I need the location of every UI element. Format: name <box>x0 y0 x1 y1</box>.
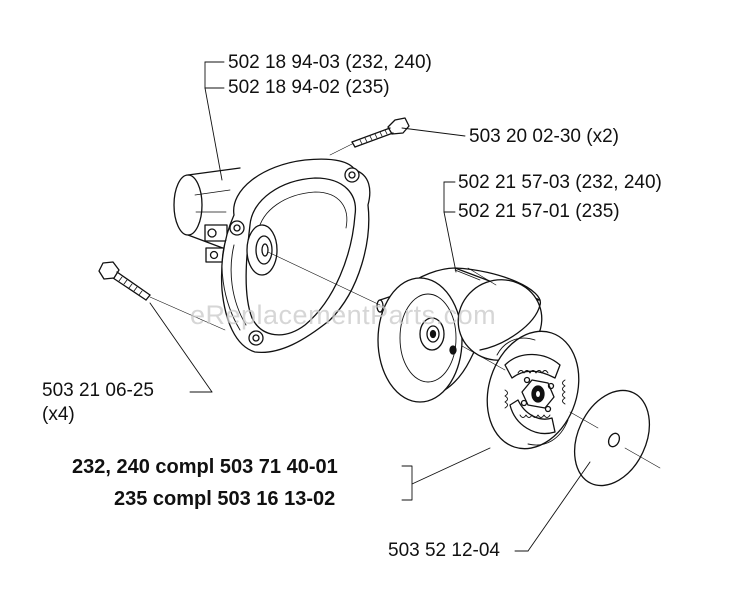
drum-part-label: 502 21 57-03 (232, 240) <box>458 172 662 193</box>
screw-icon <box>98 261 151 301</box>
long-screw-part-label: 503 21 06-25 <box>42 380 154 401</box>
washer-icon <box>573 389 651 487</box>
washer-part-label: 503 52 12-04 <box>388 540 500 561</box>
screw-icon <box>351 117 410 148</box>
complete-assembly-label: 232, 240 compl 503 71 40-01 <box>72 456 338 478</box>
short-screw-part-label: 503 20 02-30 (x2) <box>469 126 619 147</box>
housing-part-label-alt: 502 18 94-02 (235) <box>228 77 390 98</box>
clutch-housing-icon <box>173 158 371 354</box>
long-screw-quantity-label: (x4) <box>42 404 75 425</box>
drum-part-label-alt: 502 21 57-01 (235) <box>458 201 620 222</box>
complete-assembly-label-alt: 235 compl 503 16 13-02 <box>114 488 336 510</box>
housing-part-label: 502 18 94-03 (232, 240) <box>228 52 432 73</box>
clutch-assembly-icon <box>486 330 580 450</box>
watermark-text: eReplacementParts.com <box>190 300 497 330</box>
